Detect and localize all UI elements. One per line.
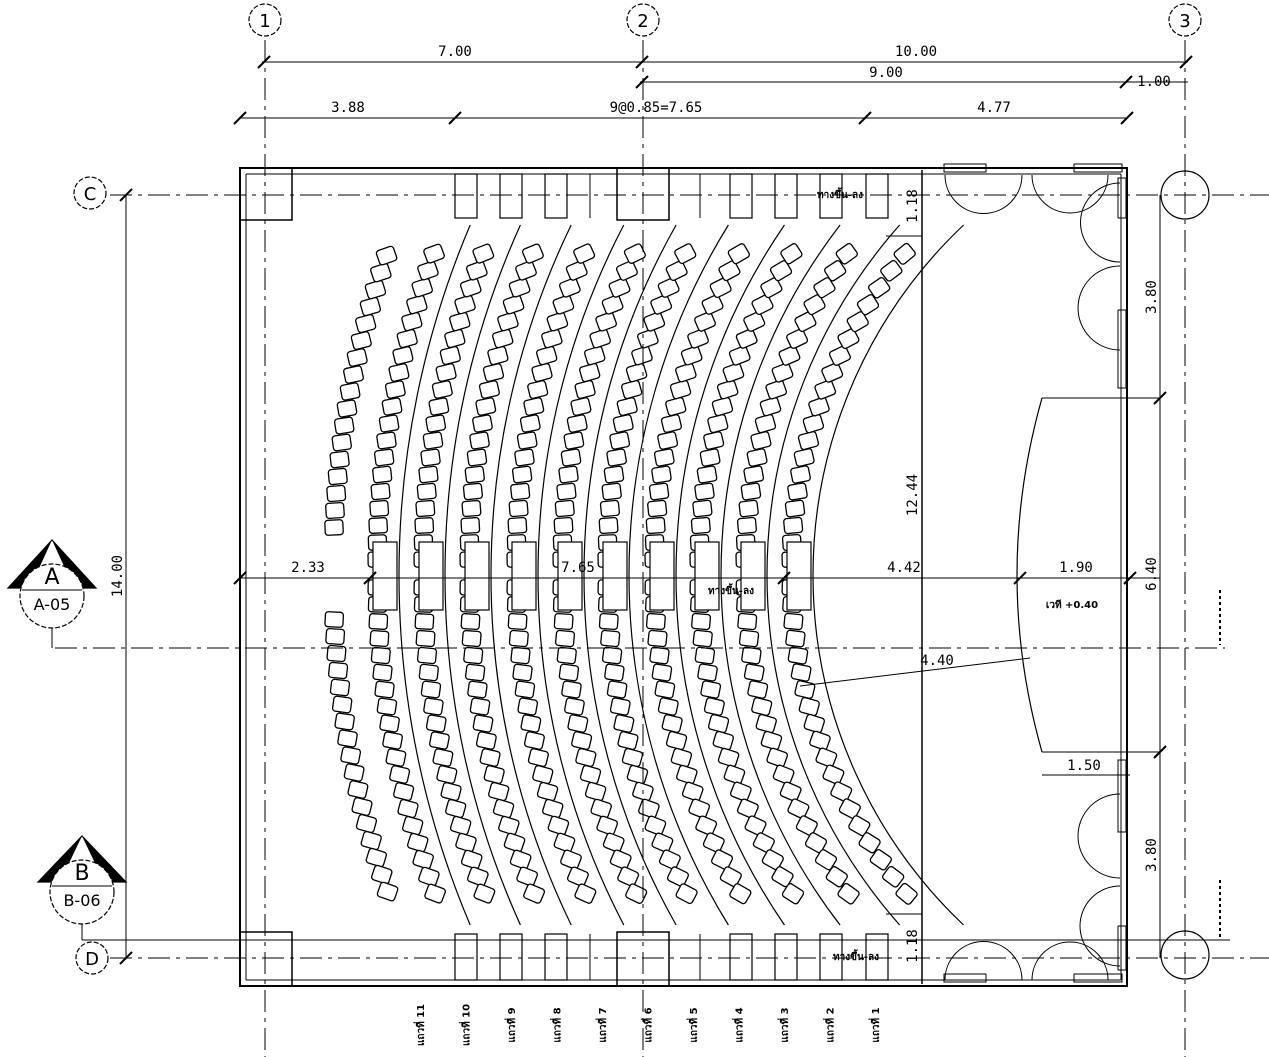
row-label: แถวที่ 2 <box>823 1007 837 1042</box>
dim-1-18-top: 1.18 <box>905 189 921 223</box>
seat-row <box>324 245 399 902</box>
dim-2-33: 2.33 <box>291 560 325 576</box>
grid-bubble-1: 1 <box>248 3 282 37</box>
grid-bubble-c: C <box>73 176 107 210</box>
dim-10-00: 10.00 <box>895 44 937 60</box>
dim-7-65: 7.65 <box>561 560 595 576</box>
grid-lines <box>55 40 1269 1057</box>
annotations: ทางขึ้น-ลง ทางขึ้น-ลง ทางขึ้น-ลง เวที +0… <box>708 187 1098 963</box>
stair-step <box>499 173 523 219</box>
grid-label-3: 3 <box>1179 11 1190 32</box>
dim-3-88: 3.88 <box>331 100 365 116</box>
grid-bubble-d: D <box>75 941 109 975</box>
grid-bubble-2: 2 <box>626 3 660 37</box>
dim-1-50: 1.50 <box>1067 758 1101 774</box>
dimension-lines <box>119 55 1193 984</box>
stair-step <box>774 933 798 981</box>
dim-4-40: 4.40 <box>920 653 954 669</box>
stair-step <box>544 173 568 219</box>
seat-row <box>597 224 729 926</box>
stair-step <box>774 173 798 219</box>
section-marker-b: B B-06 <box>36 835 128 940</box>
dim-14-00: 14.00 <box>110 555 126 597</box>
section-a-letter: A <box>44 565 59 590</box>
seat-row <box>644 224 785 926</box>
section-b-letter: B <box>74 861 89 886</box>
seat-row <box>367 224 471 926</box>
seat-row <box>735 224 901 926</box>
row-label: แถวที่ 1 <box>868 1007 882 1042</box>
section-marker-a: A A-05 <box>6 539 98 648</box>
dim-12-44: 12.44 <box>905 474 921 516</box>
stair-step <box>544 933 568 981</box>
stage-label: เวที +0.40 <box>1046 599 1098 611</box>
stair-label-bottom: ทางขึ้น-ลง <box>833 949 879 963</box>
dim-4-42: 4.42 <box>887 560 921 576</box>
row-label: แถวที่ 3 <box>777 1007 791 1042</box>
dim-6-40: 6.40 <box>1144 557 1160 591</box>
stair-label-middle: ทางขึ้น-ลง <box>708 583 754 597</box>
row-label: แถวที่ 10 <box>459 1004 473 1046</box>
dim-9-00: 9.00 <box>869 65 903 81</box>
section-b-ref: B-06 <box>63 891 100 910</box>
grid-label-d: D <box>85 949 99 970</box>
stair-step <box>454 933 478 981</box>
row-label: แถวที่ 5 <box>686 1007 700 1042</box>
grid-label-1: 1 <box>259 11 270 32</box>
seat-row <box>459 224 572 926</box>
row-label: แถวที่ 4 <box>732 1007 746 1042</box>
grid-label-2: 2 <box>637 11 648 32</box>
seat-row <box>413 224 521 926</box>
stair-step <box>865 173 889 219</box>
row-label: แถวที่ 9 <box>504 1007 518 1042</box>
stair-label-top: ทางขึ้น-ลง <box>817 187 863 201</box>
row-label: แถวที่ 8 <box>550 1007 564 1042</box>
dim-7-00: 7.00 <box>438 44 472 60</box>
stair-step <box>454 173 478 219</box>
stair-step <box>729 933 753 981</box>
stair-step <box>729 173 753 219</box>
row-label: แถวที่ 11 <box>413 1004 427 1046</box>
seat-row <box>506 224 625 926</box>
seat-row <box>781 224 965 926</box>
dim-9at0-85: 9@0.85=7.65 <box>610 100 703 116</box>
dim-3-80-top: 3.80 <box>1144 280 1160 314</box>
stair-step <box>499 933 523 981</box>
section-a-ref: A-05 <box>34 595 71 614</box>
dim-1-90: 1.90 <box>1059 560 1093 576</box>
grid-label-c: C <box>84 184 97 205</box>
seating-layer <box>324 173 965 981</box>
dimension-labels: 7.00 10.00 9.00 1.00 3.88 9@0.85=7.65 4.… <box>110 44 1171 963</box>
dim-3-80-bottom: 3.80 <box>1144 838 1160 872</box>
dim-1-18-bottom: 1.18 <box>905 929 921 963</box>
grid-bubble-3: 3 <box>1168 3 1202 37</box>
seat-row <box>689 224 841 926</box>
dim-1-00: 1.00 <box>1137 74 1171 90</box>
dim-4-77: 4.77 <box>977 100 1011 116</box>
row-label: แถวที่ 7 <box>595 1007 609 1042</box>
row-label: แถวที่ 6 <box>641 1007 655 1042</box>
row-labels: แถวที่ 11 แถวที่ 10 แถวที่ 9 แถวที่ 8 แถวที่… <box>413 1004 882 1046</box>
